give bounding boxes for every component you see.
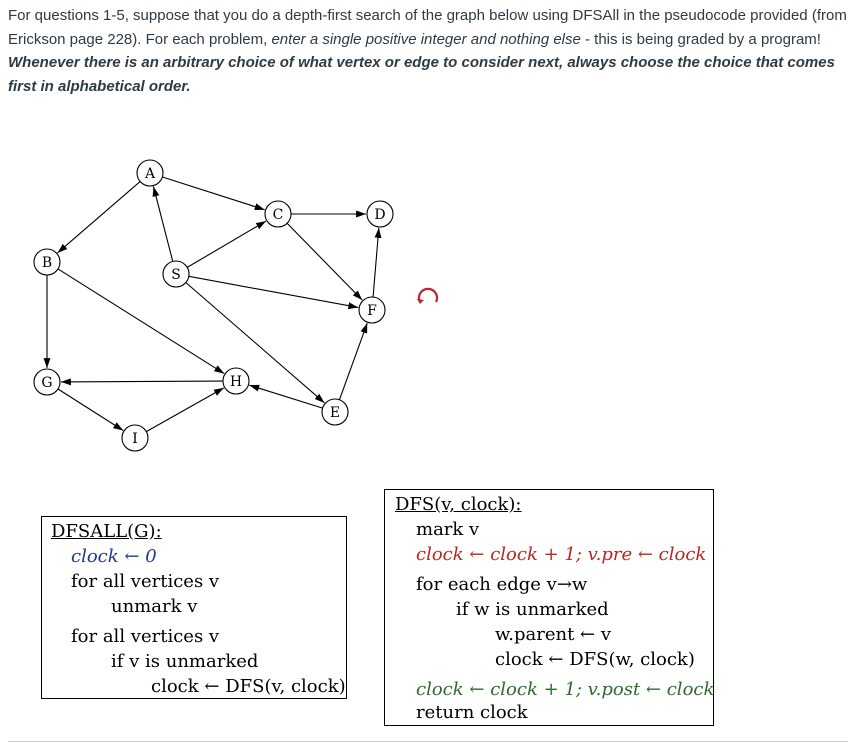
edge-c-f <box>286 222 363 301</box>
reload-icon[interactable] <box>417 287 439 304</box>
node-label: B <box>42 255 52 271</box>
edge-s-e <box>185 282 325 404</box>
edge-a-c <box>162 176 265 211</box>
node-label: G <box>41 375 52 391</box>
node-label: D <box>374 207 385 223</box>
dfs-line-1: mark v <box>416 519 480 540</box>
edge-s-f <box>188 275 359 310</box>
edge-e-f <box>338 322 368 400</box>
directed-graph: A B C D E F G H I S <box>33 159 439 452</box>
dfsall-line-4: for all vertices v <box>71 626 220 647</box>
instructions-paragraph: For questions 1-5, suppose that you do a… <box>8 4 848 51</box>
dfsall-pseudocode: DFSALL(G): clock ← 0 for all vertices v … <box>41 516 347 699</box>
node-f: F <box>358 296 386 324</box>
dfsall-line-2: for all vertices v <box>71 571 220 592</box>
edge-e-h <box>249 384 323 409</box>
dfs-line-6: clock ← DFS(w, clock) <box>495 649 695 670</box>
dfsall-line-3: unmark v <box>111 596 198 617</box>
instructions-text-b: - this is being graded by a program! <box>580 30 821 48</box>
node-s: S <box>162 260 190 288</box>
node-c: C <box>264 200 292 228</box>
edge-s-c <box>186 220 267 268</box>
node-i: I <box>121 424 149 452</box>
edge-b-h <box>57 268 225 375</box>
node-label: C <box>273 207 284 223</box>
node-label: E <box>330 405 340 421</box>
node-h: H <box>222 367 250 395</box>
question-intro: For questions 1-5, suppose that you do a… <box>8 4 848 98</box>
node-label: H <box>230 374 242 390</box>
dfs-pseudocode: DFS(v, clock): mark v clock ← clock + 1;… <box>384 489 714 726</box>
dfs-line-7: clock ← clock + 1; v.post ← clock <box>416 679 715 700</box>
dfsall-line-5: if v is unmarked <box>111 651 259 672</box>
node-label: S <box>171 267 181 283</box>
divider <box>8 741 848 742</box>
node-label: F <box>367 303 377 319</box>
dfsall-line-6: clock ← DFS(v, clock) <box>151 676 346 697</box>
node-label: A <box>144 166 156 182</box>
node-label: I <box>132 431 138 447</box>
dfs-line-3: for each edge v→w <box>416 574 588 595</box>
edge-a-b <box>57 181 141 254</box>
instructions-text-a: For questions 1-5, suppose that you do a… <box>8 7 847 48</box>
instructions-emphasis: enter a single positive integer and noth… <box>271 30 581 48</box>
node-a: A <box>136 159 164 187</box>
dfsall-line-1: clock ← 0 <box>71 546 157 567</box>
edge-g-i <box>57 388 124 431</box>
dfsall-title: DFSALL(G): <box>51 521 162 542</box>
node-e: E <box>321 398 349 426</box>
edge-h-g <box>60 378 224 386</box>
edge-f-d <box>372 227 382 298</box>
node-g: G <box>33 368 61 396</box>
edge-s-a <box>152 186 174 262</box>
dfs-title: DFS(v, clock): <box>395 494 522 515</box>
edge-i-h <box>146 387 225 433</box>
dfs-line-2: clock ← clock + 1; v.pre ← clock <box>416 544 707 565</box>
alphabetical-rule: Whenever there is an arbitrary choice of… <box>8 54 835 95</box>
node-d: D <box>366 200 394 228</box>
node-b: B <box>33 248 61 276</box>
dfs-line-5: w.parent ← v <box>495 624 612 645</box>
dfs-line-4: if w is unmarked <box>456 599 609 620</box>
dfs-line-8: return clock <box>416 702 528 723</box>
